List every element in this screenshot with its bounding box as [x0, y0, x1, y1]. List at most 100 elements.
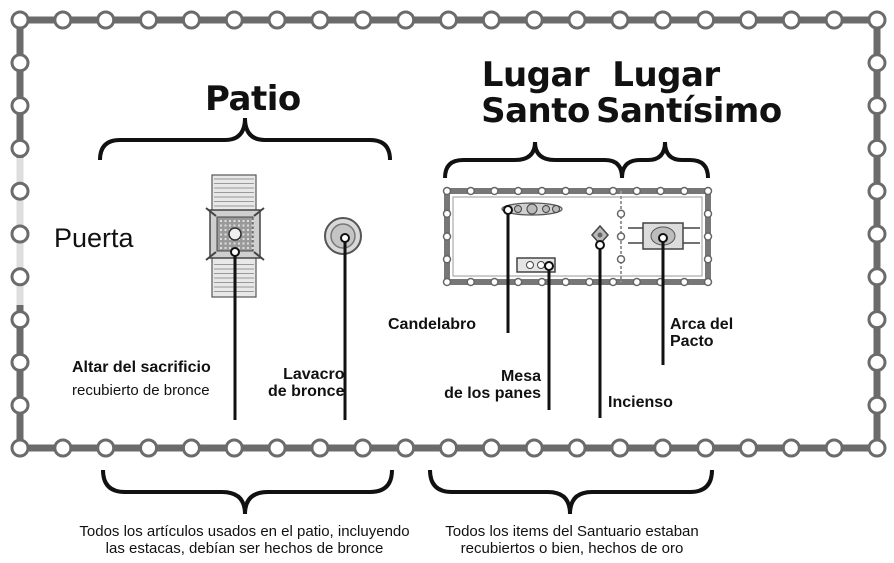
sanctuary-post: [703, 255, 713, 264]
fence-post: [181, 438, 201, 458]
fence-post: [824, 10, 844, 30]
altar-grate-dot: [229, 224, 231, 227]
fence-post: [439, 10, 458, 30]
fence-post: [10, 352, 30, 372]
altar-grate-dot: [238, 220, 240, 222]
fence-post: [353, 10, 373, 30]
sanctuary-post: [585, 186, 594, 196]
sanctuary-post: [616, 255, 626, 264]
sanctuary-post: [442, 209, 452, 218]
fence-post: [481, 10, 501, 30]
fence-post: [867, 53, 887, 73]
heading-lugar-santo-line1: Lugar: [481, 55, 590, 95]
fence-post: [610, 10, 630, 30]
sanctuary-post: [490, 186, 499, 196]
altar-grate-dot: [229, 220, 231, 222]
altar-grate-dot: [251, 242, 254, 245]
altar-grate-dot: [242, 224, 245, 227]
fence-post: [824, 438, 844, 458]
sanctuary-inner: [452, 196, 703, 277]
candelabro-icon: [501, 202, 563, 216]
lugar-santisimo-brace: [620, 141, 710, 179]
altar-grate-dot: [238, 247, 240, 249]
altar-grate-dot: [220, 238, 222, 240]
altar-grate-dot: [242, 242, 245, 245]
sanctuary-post: [632, 277, 642, 287]
altar-grate-dot: [220, 247, 222, 249]
fence-post: [10, 181, 30, 201]
santuario-note-line1: Todos los items del Santuario estaban: [445, 523, 699, 540]
leader-lines: [233, 210, 665, 420]
altar-grate-dot: [247, 224, 249, 227]
heading-lugar-santisimo: Lugar Santísimo: [596, 55, 782, 131]
arca-label: Arca del Pacto: [670, 316, 733, 351]
incienso-label: Incienso: [608, 394, 673, 411]
fence-post: [181, 10, 201, 30]
sanctuary-post: [608, 277, 618, 287]
fence-post: [867, 310, 887, 330]
puerta-label: Puerta: [54, 223, 134, 253]
altar-grate-dot: [238, 224, 240, 227]
altar-grate-dot: [233, 224, 236, 227]
sanctuary-post: [513, 277, 523, 287]
sanctuary-post: [466, 277, 475, 287]
altar-grate-dot: [224, 247, 227, 249]
altar-grate-dot: [242, 220, 245, 222]
fence-post: [10, 224, 30, 244]
fence-post: [481, 438, 501, 458]
fence-post: [396, 438, 416, 458]
altar-grate-dot: [220, 233, 222, 236]
fence-post: [224, 438, 244, 458]
sanctuary-post: [703, 209, 713, 218]
altar-grate-dot: [251, 247, 254, 249]
fence-post: [867, 224, 887, 244]
sanctuary-post: [656, 186, 665, 196]
fence-post: [567, 438, 587, 458]
sanctuary-post: [703, 277, 713, 287]
sanctuary-post: [442, 186, 452, 196]
patio-note: Todos los artículos usados en el patio, …: [62, 523, 427, 558]
altar-grate-dot: [220, 220, 222, 222]
sanctuary-post: [616, 209, 626, 218]
fence-post: [867, 267, 887, 287]
heading-lugar-santisimo-line2: Santísimo: [596, 90, 782, 131]
santuario-note: Todos los items del Santuario estaban re…: [432, 523, 712, 558]
patio-note-line1: Todos los artículos usados en el patio, …: [79, 523, 410, 540]
altar-grate-dot: [242, 229, 245, 231]
fence-post: [653, 438, 673, 458]
fence-post: [10, 267, 30, 287]
fence-post: [53, 438, 73, 458]
fence-post: [96, 10, 116, 30]
heading-lugar-santo: Lugar Santo: [478, 55, 593, 129]
fence-post: [867, 10, 887, 30]
fence-post: [10, 53, 30, 73]
fence-post: [10, 96, 30, 116]
fence-post: [439, 438, 458, 458]
heading-lugar-santisimo-line1: Lugar: [612, 55, 720, 95]
altar-grate-dot: [224, 229, 227, 231]
altar-icon: [205, 174, 265, 298]
fence-post: [653, 10, 673, 30]
sanctuary-post: [680, 277, 689, 287]
lavacro-label: Lavacro de bronce: [268, 366, 344, 401]
candelabro-label: Candelabro: [388, 316, 477, 333]
altar-grate-dot: [251, 238, 254, 240]
fence-post: [310, 10, 330, 30]
fence-post: [10, 10, 30, 30]
altar-grate-dot: [238, 242, 240, 245]
sanctuary-post: [537, 277, 547, 287]
fence-post: [524, 10, 544, 30]
fence-post: [267, 10, 287, 30]
altar-grate-dot: [220, 229, 222, 231]
fence-post: [267, 438, 287, 458]
altar-grate-dot: [247, 238, 249, 240]
fence-post: [353, 438, 373, 458]
fence-post: [781, 10, 801, 30]
altar-label-sub: recubierto de bronce: [72, 381, 210, 399]
mesa-label-line1: Mesa: [500, 368, 541, 385]
sanctuary-post: [561, 186, 570, 196]
sanctuary-post: [585, 277, 594, 287]
altar-grate-dot: [224, 233, 227, 236]
altar-grate-dot: [251, 233, 254, 236]
